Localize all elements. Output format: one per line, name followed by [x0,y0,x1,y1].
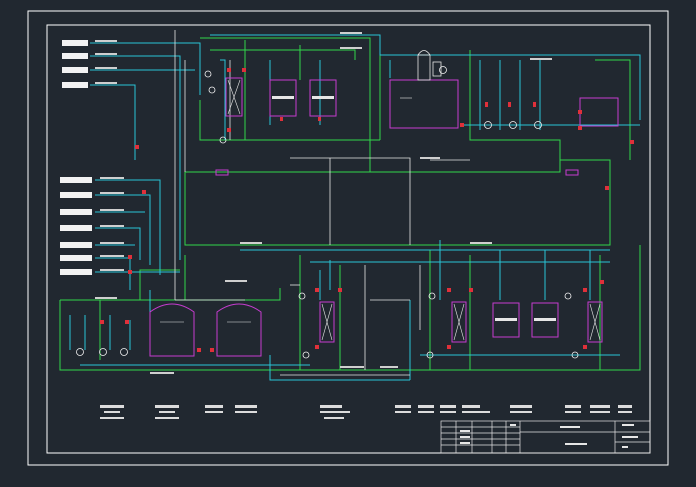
pump-icon [219,136,227,144]
water-lines [69,34,641,381]
water-level-marks [160,97,412,323]
heat-exchanger-2 [319,301,335,343]
tank-bands [272,96,556,321]
pump-icon [564,292,572,300]
pump-icon [302,351,310,359]
storage-tank-1 [149,303,195,357]
vessels [149,77,619,357]
storage-tank-2 [216,303,262,357]
softener-tank [579,97,619,127]
pump-icon [76,348,84,356]
filter-tank-3 [492,302,520,338]
steam-lines [59,37,641,371]
pump-icon [484,121,492,129]
pump-icon [208,86,216,94]
pump-icon [298,292,306,300]
pump-icon [534,121,542,129]
pump-icon [439,66,447,74]
filter-tank-1 [269,79,297,117]
pumps [76,66,579,359]
deaerator-dome [417,50,442,81]
bottom-legend [100,405,632,419]
pump-icon [426,351,434,359]
valves [100,68,634,352]
pump-icon [428,292,436,300]
pump-icon [509,121,517,129]
header-tank-b [565,169,579,176]
pump-icon [204,70,212,78]
filter-tank-4 [531,302,559,338]
exchanger-hatching [227,79,601,341]
deaerator-tank [389,79,459,129]
pump-icon [571,351,579,359]
heat-exchanger-3 [451,301,467,343]
pump-icon [99,348,107,356]
inner-frame [46,24,651,454]
header-tank-a [215,169,229,176]
title-block [440,420,651,454]
pump-icon [120,348,128,356]
inlet-label-boxes [60,40,92,275]
heat-exchanger-1 [225,77,243,117]
heat-exchanger-4 [587,301,603,343]
filter-tank-2 [309,79,337,117]
auxiliary-lines [174,30,470,376]
title-block-marks [460,424,638,448]
pipe-annotations [95,32,552,374]
outer-frame [27,10,669,466]
